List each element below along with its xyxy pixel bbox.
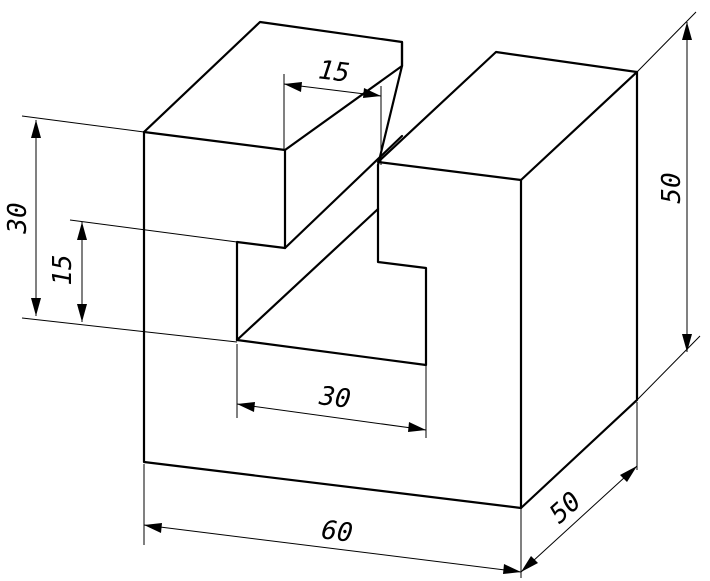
left-top-block (142, 20, 404, 152)
extension-lines (21, 11, 701, 578)
object-outline (142, 20, 639, 510)
slot-outline (235, 163, 428, 367)
dim-label-total-width: 60 (320, 515, 355, 549)
left-block-back-diagonal (376, 64, 404, 167)
slot-diagonal-top (283, 134, 404, 250)
dim-label-top-gap: 15 (317, 55, 352, 89)
dim-label-depth: 50 (544, 486, 587, 529)
right-block-top (376, 50, 639, 182)
dim-label-height: 50 (657, 172, 687, 203)
dimension-lines (31, 22, 692, 574)
dimension-labels: 30 15 15 30 50 60 50 (3, 55, 687, 549)
slot-diagonal-bottom (235, 207, 380, 342)
front-face-outline (142, 130, 523, 510)
right-block-side (519, 70, 639, 510)
dim-label-slot-height-outer: 30 (3, 202, 33, 234)
dim-label-slot-width: 30 (317, 381, 353, 415)
dim-label-slot-height-inner: 15 (48, 254, 78, 285)
